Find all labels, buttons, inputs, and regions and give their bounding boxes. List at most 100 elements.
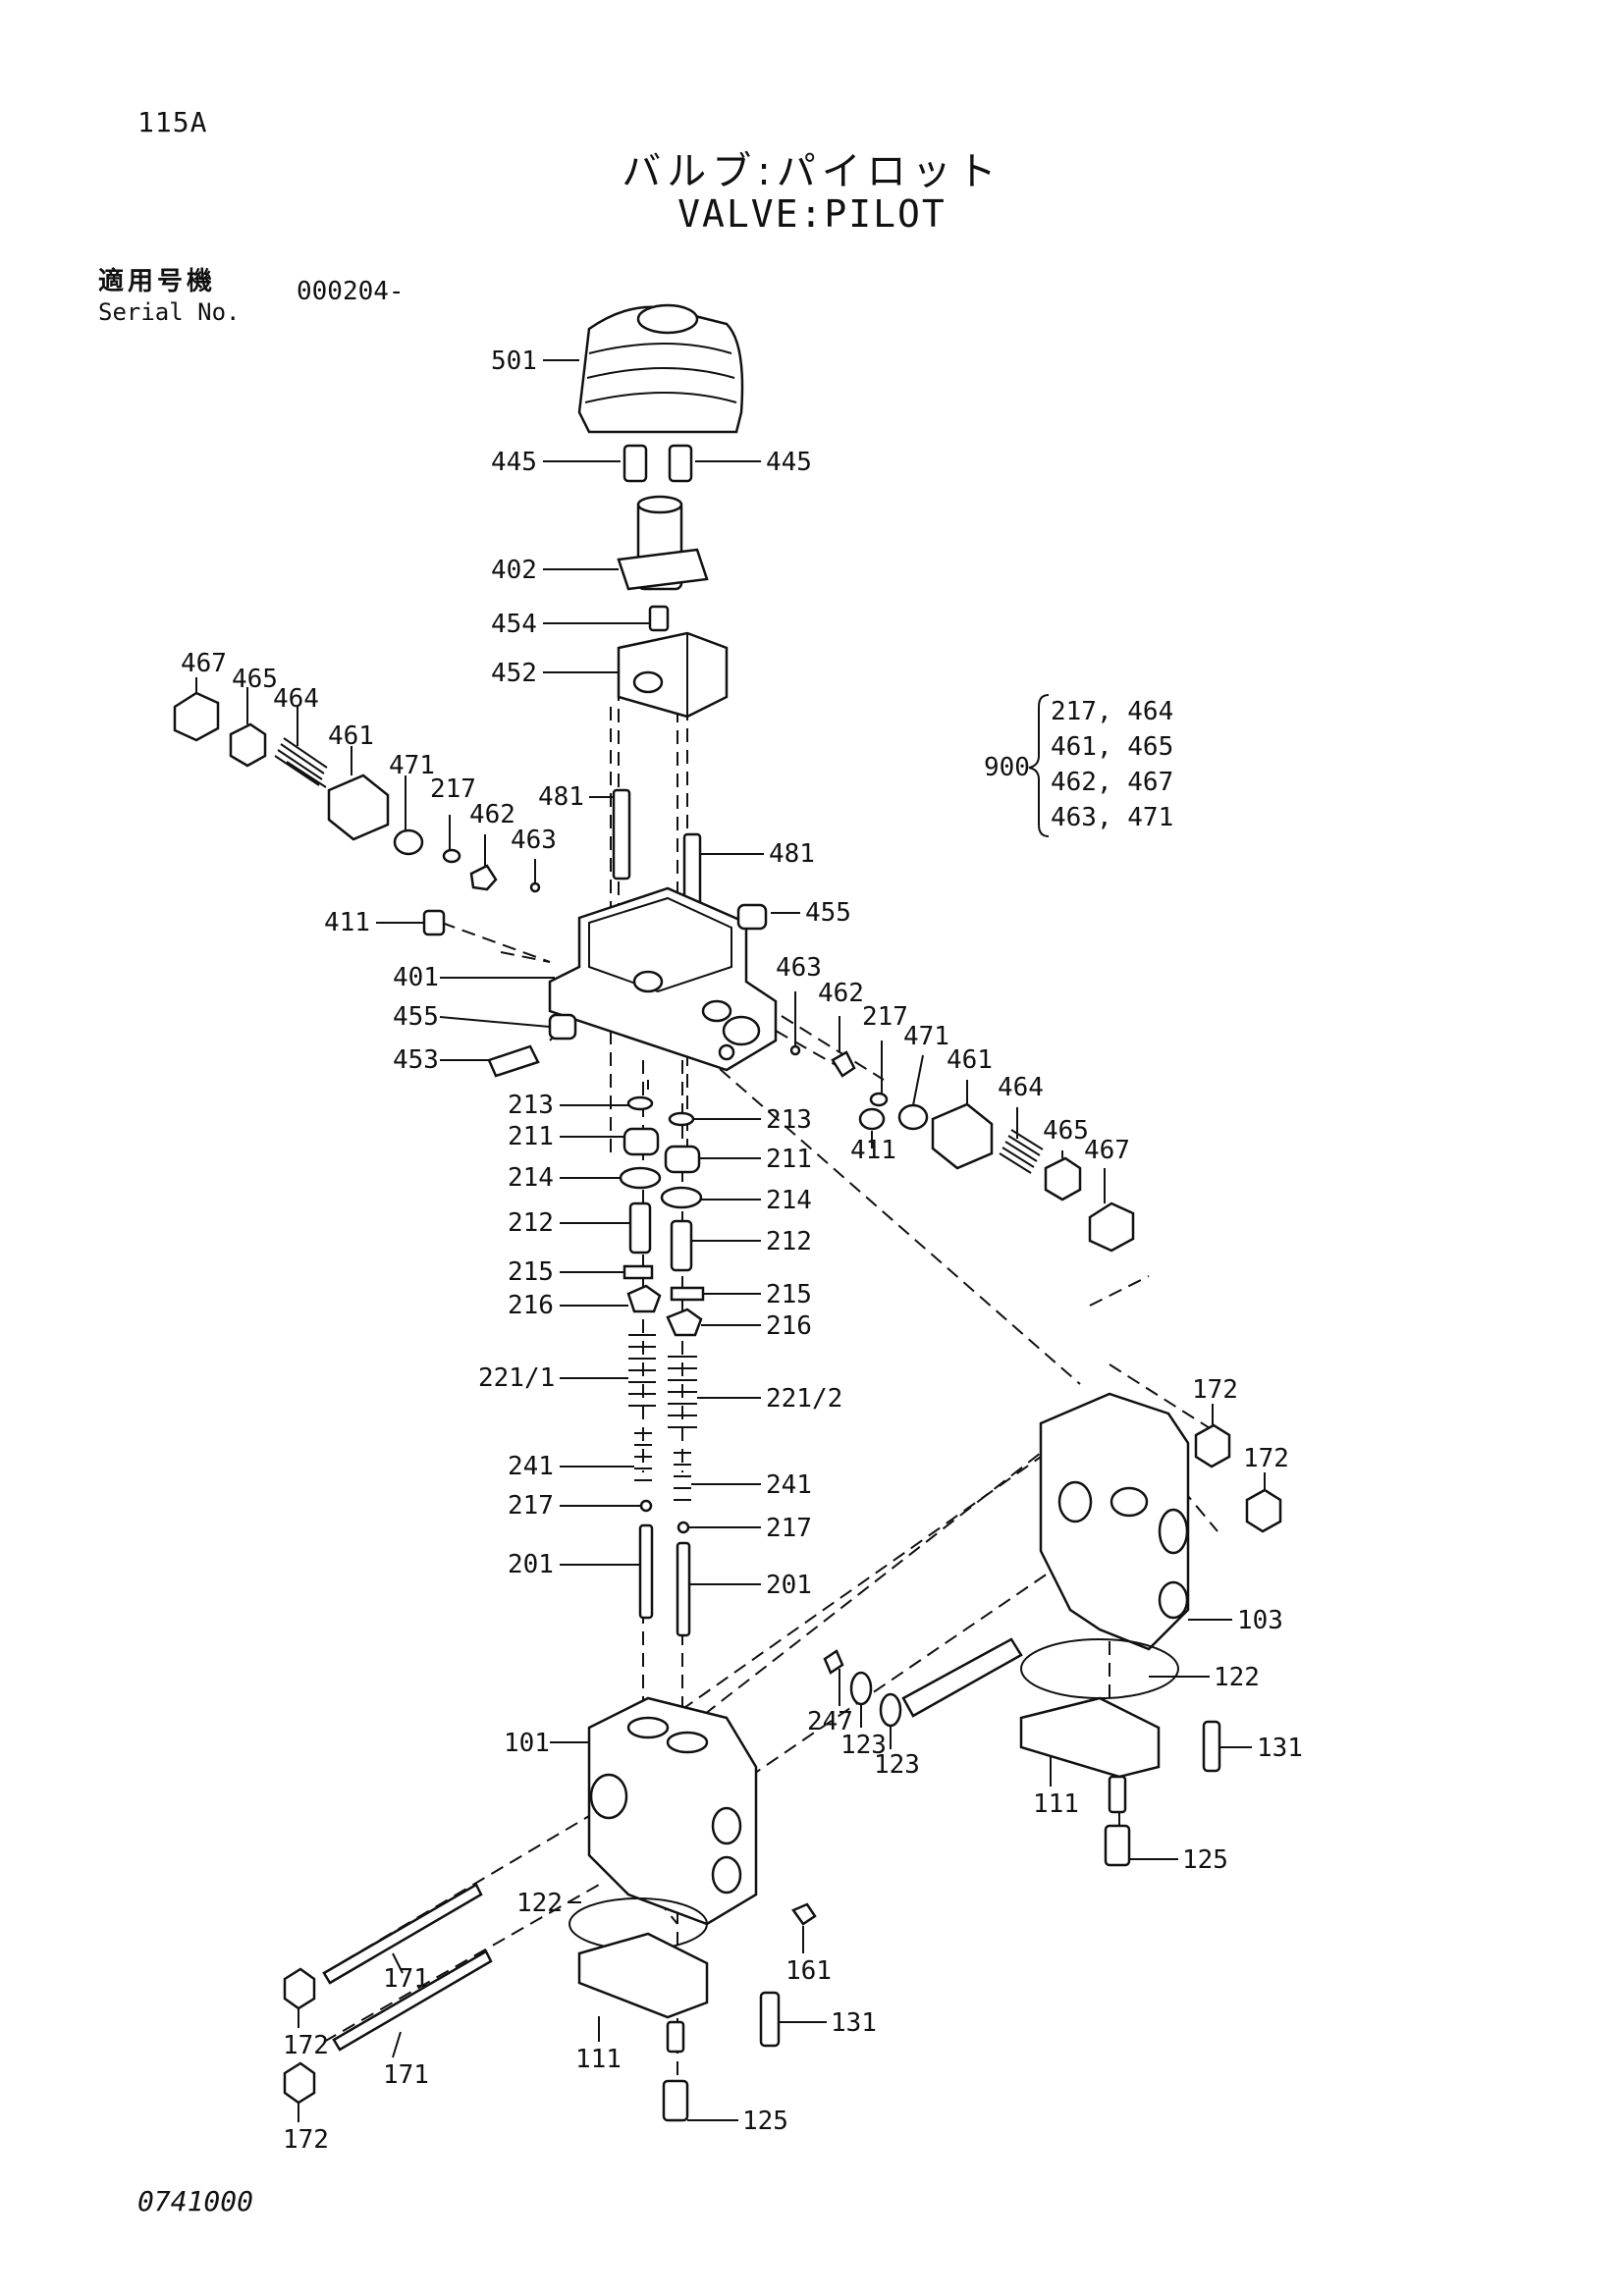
callout-216: 216 [508,1291,554,1320]
part-402-plate [617,495,709,591]
callout-213: 213 [508,1091,554,1120]
callout-217: 217 [508,1491,554,1521]
callout-464: 464 [273,684,319,714]
callout-463: 463 [776,953,822,983]
callout-465: 465 [232,665,278,694]
callout-247: 247 [807,1707,853,1736]
callout-221-1: 221/1 [478,1363,555,1393]
part-101-body [587,1696,758,1926]
callout-461: 461 [947,1045,993,1075]
callout-481: 481 [538,782,584,812]
callout-501: 501 [491,347,537,376]
callout-217: 217 [430,774,476,804]
callout-471: 471 [389,751,435,780]
page-title-japanese: バルブ:パイロット [622,149,1002,194]
callout-215: 215 [766,1280,812,1309]
callout-172: 172 [1243,1444,1289,1473]
part-411-plug-left [422,909,446,936]
kit-row: 462, 467 [1051,768,1173,797]
part-group-plunger-stacks [619,1095,705,1637]
callout-471: 471 [903,1022,949,1051]
callout-453: 453 [393,1045,439,1075]
callout-131: 131 [831,2008,877,2038]
callout-211: 211 [766,1145,812,1174]
callout-172: 172 [283,2031,329,2060]
serial-number-value: 000204- [297,277,405,306]
callout-215: 215 [508,1257,554,1287]
callout-171: 171 [383,1964,429,1994]
callout-172: 172 [1192,1375,1238,1405]
callout-201: 201 [508,1550,554,1579]
callout-172: 172 [283,2125,329,2155]
callout-125: 125 [1182,1845,1228,1875]
part-171-tie-rods [322,1883,493,2052]
part-172-nuts-top [1194,1423,1282,1533]
page-code: 115A [137,106,208,138]
callout-465: 465 [1043,1116,1089,1146]
part-103-body [1039,1392,1190,1651]
callout-462: 462 [469,800,515,829]
callout-454: 454 [491,610,537,639]
callout-452: 452 [491,659,537,688]
callout-161: 161 [785,1956,832,1986]
callout-122: 122 [516,1889,563,1918]
part-401-housing [548,886,778,1072]
part-445-bolts [623,444,693,483]
callout-201: 201 [766,1571,812,1600]
kit-row: 461, 465 [1051,732,1173,762]
part-501-boot [577,303,744,434]
callout-214: 214 [508,1163,554,1193]
kit-row: 463, 471 [1051,803,1173,832]
kit-900-bracket [1028,694,1050,837]
callout-467: 467 [1084,1136,1130,1165]
callout-241: 241 [766,1470,812,1500]
callout-125: 125 [742,2107,788,2136]
callout-455: 455 [393,1002,439,1032]
callout-labels: 501 445 445 402 454 452 467 465 464 461 … [181,347,1303,2155]
callout-212: 212 [766,1227,812,1256]
callout-402: 402 [491,556,537,585]
callout-464: 464 [998,1073,1044,1102]
callout-212: 212 [508,1208,554,1238]
callout-131: 131 [1257,1734,1303,1763]
callout-455: 455 [805,898,851,928]
callout-103: 103 [1237,1606,1283,1635]
drawing-code: 0741000 [137,2185,254,2217]
callout-122: 122 [1214,1663,1260,1692]
part-group-left-port [173,691,541,893]
callout-216: 216 [766,1311,812,1341]
part-172-nuts-bottom [283,1967,316,2105]
callout-123: 123 [874,1750,920,1780]
callout-221-2: 221/2 [766,1384,842,1414]
callout-213: 213 [766,1105,812,1135]
callout-445: 445 [766,448,812,477]
kit-row: 217, 464 [1051,697,1173,726]
callout-445: 445 [491,448,537,477]
callout-217: 217 [862,1002,908,1032]
callout-401: 401 [393,963,439,992]
serial-label-english: Serial No. [98,298,241,326]
part-123-247-tubes [823,1637,1023,1728]
callout-111: 111 [1033,1789,1079,1819]
callout-461: 461 [328,721,374,751]
serial-label-japanese: 適用号機 [98,267,217,296]
page-title-english: VALVE:PILOT [677,192,947,236]
callout-241: 241 [508,1452,554,1481]
callout-leader-lines [195,359,1266,2122]
part-group-right-cover [1019,1638,1221,1867]
callout-463: 463 [511,826,557,855]
part-453-pin [487,1044,540,1078]
part-454-pin [648,605,670,632]
callout-211: 211 [508,1122,554,1151]
callout-101: 101 [504,1729,550,1758]
callout-123: 123 [840,1731,887,1760]
callout-217: 217 [766,1514,812,1543]
part-452-block [617,631,729,719]
kit-number: 900 [984,753,1030,782]
callout-111: 111 [575,2045,622,2074]
callout-171: 171 [383,2060,429,2090]
callout-467: 467 [181,649,227,678]
callout-462: 462 [818,979,864,1008]
callout-411: 411 [324,908,370,937]
